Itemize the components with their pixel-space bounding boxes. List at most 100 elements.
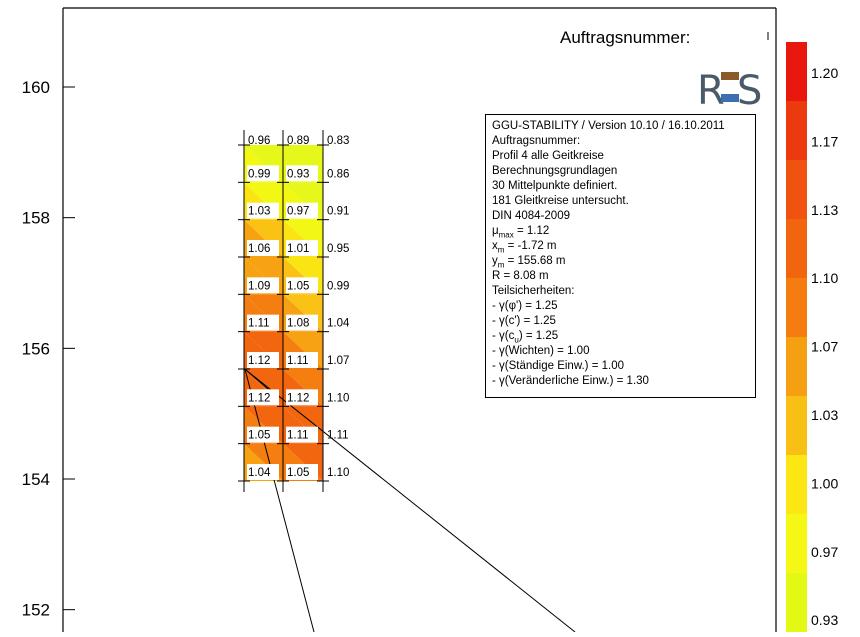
svg-text:R: R [697, 68, 724, 110]
info-line: - γ(c') = 1.25 [492, 315, 556, 327]
company-logo: R S [697, 66, 763, 114]
y-tick-label: 152 [22, 601, 50, 620]
grid-value-label: 0.86 [327, 168, 349, 180]
analysis-info-box: GGU-STABILITY / Version 10.10 / 16.10.20… [485, 114, 756, 398]
grid-value-label: 1.04 [327, 318, 350, 330]
grid-value-label: 1.05 [287, 467, 309, 479]
info-line: GGU-STABILITY / Version 10.10 / 16.10.20… [492, 120, 725, 132]
grid-value-label: 1.10 [327, 392, 349, 404]
legend-color-band [786, 101, 807, 161]
info-line: μmax = 1.12 [492, 225, 550, 240]
legend-label: 0.93 [811, 612, 838, 628]
value-label-bg [286, 277, 318, 294]
value-label-bg [286, 426, 318, 443]
grid-value-label: 0.97 [287, 206, 309, 218]
grid-value-label: 1.08 [287, 318, 309, 330]
grid-value-label: 0.83 [327, 135, 349, 147]
legend-label: 1.07 [811, 339, 838, 355]
info-line: Auftragsnummer: [492, 135, 581, 147]
info-line: - γ(Ständige Einw.) = 1.00 [492, 360, 625, 372]
value-label-bg [247, 464, 279, 480]
value-label-bg [247, 277, 279, 294]
info-line: DIN 4084-2009 [492, 210, 570, 222]
grid-value-label: 1.09 [248, 280, 270, 292]
grid-value-label: 1.07 [327, 355, 349, 367]
y-tick-label: 154 [22, 470, 50, 489]
legend-color-band [786, 573, 807, 633]
info-line: R = 8.08 m [492, 270, 549, 282]
grid-value-label: 1.12 [248, 355, 270, 367]
grid-value-label: 1.03 [248, 206, 270, 218]
grid-value-label: 0.89 [287, 135, 309, 147]
grid-value-label: 1.05 [287, 280, 309, 292]
grid-value-label: 1.01 [287, 243, 309, 255]
grid-value-label: 1.04 [248, 467, 271, 479]
legend-label: 1.13 [811, 202, 838, 218]
value-label-bg [247, 352, 279, 368]
grid-value-label: 0.99 [248, 168, 270, 180]
grid-value-label: 1.11 [287, 355, 309, 367]
value-label-bg [286, 314, 318, 331]
info-line: Berechnungsgrundlagen [492, 165, 618, 177]
heat-cell [244, 219, 283, 257]
heat-cell [283, 145, 323, 183]
legend-color-band [786, 455, 807, 515]
grid-value-label: 0.99 [327, 280, 349, 292]
value-label-bg [286, 352, 318, 368]
info-line: - γ(Wichten) = 1.00 [492, 345, 590, 357]
info-line: - γ(φ') = 1.25 [492, 300, 558, 312]
value-label-bg [247, 165, 279, 182]
grid-value-label: 1.12 [287, 392, 309, 404]
value-label-bg [247, 314, 279, 331]
value-label-bg [286, 202, 318, 219]
legend-color-band [786, 514, 807, 574]
slip-circle-marker [244, 368, 269, 390]
grid-value-label: 0.93 [287, 168, 309, 180]
heat-cell [283, 219, 323, 257]
grid-value-label: 1.11 [248, 318, 270, 330]
grid-value-label: 0.91 [327, 206, 349, 218]
y-tick-label: 160 [22, 78, 50, 97]
info-line: Profil 4 alle Geitkreise [492, 150, 604, 162]
legend-color-band [786, 160, 807, 220]
order-number-title: Auftragsnummer: [560, 28, 691, 47]
heat-cell [244, 145, 283, 183]
value-label-bg [286, 165, 318, 182]
value-label-bg [247, 426, 279, 443]
legend-color-band [786, 337, 807, 397]
y-tick-label: 158 [22, 209, 50, 228]
svg-text:S: S [737, 68, 762, 110]
value-label-bg [286, 240, 318, 256]
legend-label: 1.03 [811, 407, 838, 423]
value-label-bg [286, 464, 318, 480]
value-label-bg [286, 389, 318, 406]
legend-label: 0.97 [811, 544, 838, 560]
info-line: 30 Mittelpunkte definiert. [492, 180, 618, 192]
info-line: - γ(Veränderliche Einw.) = 1.30 [492, 375, 649, 387]
grid-value-label: 1.12 [248, 392, 270, 404]
value-label-bg [247, 240, 279, 256]
grid-value-label: 1.05 [248, 430, 270, 442]
legend-color-band [786, 396, 807, 456]
grid-value-label: 0.95 [327, 243, 349, 255]
legend-color-band [786, 42, 807, 102]
value-label-bg [247, 389, 279, 406]
info-line: xm = -1.72 m [492, 240, 557, 255]
legend-label: 1.20 [811, 65, 838, 81]
value-label-bg [247, 202, 279, 219]
grid-value-label: 1.06 [248, 243, 270, 255]
slip-circle-radius-right [244, 368, 576, 633]
grid-value-label: 1.11 [327, 430, 349, 442]
info-line: 181 Gleitkreise untersucht. [492, 195, 629, 207]
legend-label: 1.00 [811, 475, 838, 491]
y-tick-label: 156 [22, 339, 50, 358]
info-line: - γ(cu) = 1.25 [492, 330, 559, 345]
grid-value-label: 1.10 [327, 467, 349, 479]
info-line: Teilsicherheiten: [492, 285, 575, 297]
grid-value-label: 1.11 [287, 430, 309, 442]
legend-color-band [786, 219, 807, 279]
legend-label: 1.17 [811, 133, 838, 149]
slip-circle-radius-left [244, 369, 315, 633]
